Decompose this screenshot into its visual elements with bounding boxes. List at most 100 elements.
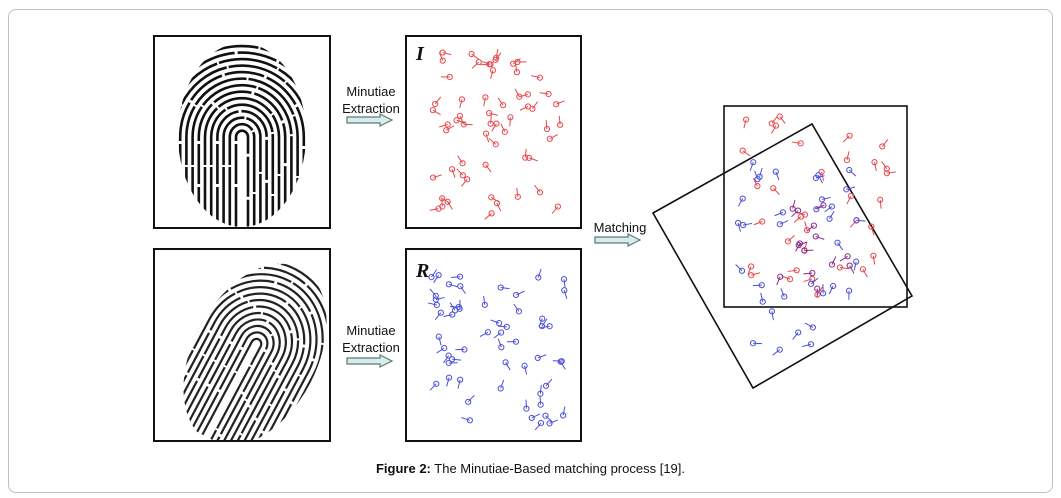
- minutia-mark: [486, 110, 498, 117]
- minutia-mark: [546, 419, 558, 427]
- minutia-mark: [429, 380, 440, 391]
- reference-minutiae-box: R: [405, 248, 582, 442]
- minutia-mark: [523, 399, 530, 412]
- minutia-mark: [492, 52, 502, 63]
- minutia-mark: [439, 49, 452, 56]
- minutia-mark: [868, 223, 875, 236]
- minutia-mark: [803, 275, 816, 283]
- minutia-mark: [514, 88, 523, 100]
- minutia-mark: [512, 290, 525, 299]
- minutia-mark: [439, 197, 446, 210]
- minutia-mark: [791, 207, 802, 218]
- minutia-mark: [735, 264, 746, 274]
- minutia-mark: [776, 220, 789, 228]
- minutia-mark: [432, 96, 442, 108]
- reference-fingerprint-art: [155, 250, 329, 440]
- minutia-mark: [795, 240, 803, 252]
- minutia-mark: [497, 284, 510, 291]
- minutia-mark: [749, 340, 763, 347]
- minutia-mark: [490, 319, 503, 327]
- minutia-mark: [456, 112, 464, 125]
- minutia-mark: [521, 362, 528, 375]
- minutia-mark: [427, 301, 440, 309]
- minutia-mark: [870, 252, 877, 265]
- minutia-mark: [752, 177, 761, 190]
- figure-frame: [8, 9, 1053, 493]
- rotated-reference-frame: [651, 122, 914, 390]
- minutia-mark: [488, 194, 500, 203]
- minutia-mark: [457, 155, 466, 167]
- input-minutiae-plot: [429, 48, 565, 220]
- minutia-mark: [879, 139, 889, 150]
- minutia-mark: [540, 323, 553, 330]
- minutia-mark: [468, 50, 480, 60]
- minutia-mark: [513, 303, 523, 315]
- minutia-mark: [457, 376, 464, 389]
- minutia-mark: [780, 288, 788, 300]
- minutia-mark: [455, 346, 468, 353]
- minutia-mark: [784, 234, 795, 245]
- minutia-mark: [438, 52, 446, 64]
- minutia-mark: [737, 195, 746, 207]
- minutia-mark: [432, 296, 445, 303]
- minutia-mark: [802, 341, 815, 348]
- minutia-mark: [739, 147, 751, 157]
- reference-minutiae-letter: R: [416, 260, 430, 282]
- minutia-mark: [522, 148, 529, 161]
- minutia-mark: [842, 132, 853, 143]
- minutia-mark: [451, 273, 464, 280]
- minutia-mark: [429, 107, 441, 116]
- minutia-mark: [742, 116, 750, 129]
- minutia-mark: [457, 283, 466, 294]
- minutia-mark: [839, 253, 851, 262]
- minutia-mark: [826, 210, 835, 222]
- minutia-mark: [804, 322, 817, 331]
- minutia-mark: [539, 90, 552, 98]
- minutia-mark: [471, 59, 482, 69]
- minutia-mark: [846, 166, 857, 177]
- minutia-mark: [807, 277, 819, 287]
- minutia-mark: [793, 213, 805, 223]
- minutia-mark: [772, 168, 780, 181]
- minutia-mark: [551, 203, 561, 214]
- minutia-mark: [740, 221, 753, 229]
- minutia-mark: [553, 100, 565, 108]
- minutia-mark: [756, 167, 763, 180]
- minutia-mark: [480, 61, 493, 68]
- minutia-mark: [448, 356, 462, 363]
- bottom-extraction-arrow: [346, 354, 394, 368]
- minutia-mark: [753, 218, 766, 226]
- minutia-mark: [776, 273, 784, 286]
- minutia-mark: [772, 346, 783, 356]
- minutia-mark: [493, 199, 502, 212]
- minutia-mark: [881, 161, 890, 172]
- minutia-mark: [846, 192, 855, 205]
- minutia-mark: [859, 266, 868, 278]
- minutia-mark: [506, 338, 520, 345]
- minutia-mark: [519, 91, 531, 98]
- minutia-mark: [759, 292, 766, 305]
- minutia-mark: [461, 417, 473, 424]
- minutia-mark: [770, 185, 780, 195]
- minutia-mark: [792, 329, 802, 340]
- input-minutiae-box: I: [405, 35, 582, 229]
- caption-text: The Minutiae-Based matching process [19]…: [430, 461, 686, 476]
- minutia-mark: [535, 268, 542, 281]
- minutia-mark: [791, 140, 804, 147]
- minutia-mark: [428, 269, 437, 281]
- minutia-mark: [747, 263, 755, 276]
- minutia-mark: [853, 258, 860, 271]
- minutia-mark: [776, 113, 786, 124]
- minutia-mark: [440, 73, 453, 81]
- minutia-mark: [828, 256, 837, 268]
- minutia-mark: [803, 269, 816, 277]
- minutia-mark: [449, 302, 459, 314]
- minutia-mark: [748, 272, 761, 279]
- minutia-mark: [502, 359, 511, 371]
- minutia-mark: [752, 282, 765, 289]
- minutia-mark: [445, 374, 453, 387]
- minutia-mark: [853, 217, 866, 224]
- minutia-mark: [519, 103, 532, 111]
- minutia-mark: [814, 202, 827, 210]
- matching-label: Matching: [593, 220, 647, 235]
